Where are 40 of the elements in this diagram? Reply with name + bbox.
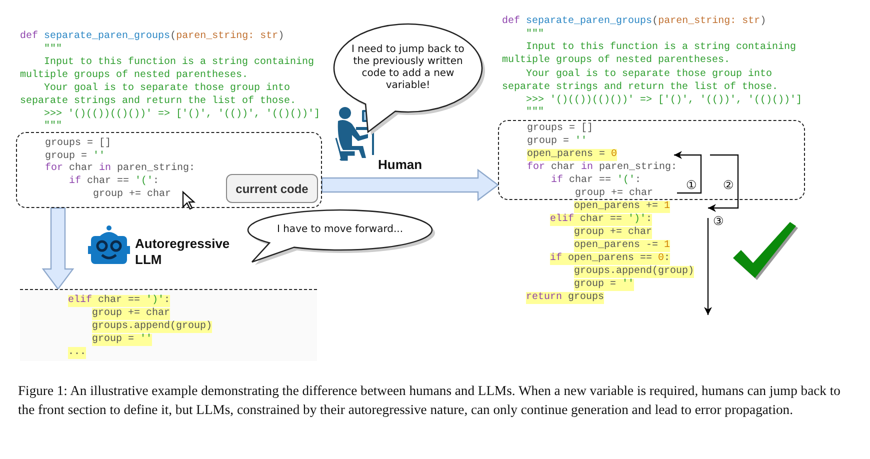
code-line: """ xyxy=(44,44,62,56)
arrow xyxy=(42,207,74,290)
speech-text: I need to jump back to the previously written code to add a new variable! xyxy=(350,44,466,92)
code-line: multiple groups of nested parentheses. xyxy=(502,55,730,67)
code-block xyxy=(498,120,805,200)
code-line: for char in paren_string: xyxy=(45,163,196,175)
actor-label: Autoregressive LLM xyxy=(135,236,231,268)
step-number: ② xyxy=(723,178,734,192)
code-line: separate strings and return the list of those. xyxy=(502,82,778,94)
code-line: if char == '(': xyxy=(69,176,160,188)
code-line: group += char xyxy=(575,188,654,200)
code-line: group = '' xyxy=(45,151,106,162)
code-line: Input to this function is a string containing xyxy=(44,57,314,69)
speech-text: I have to move forward... xyxy=(276,224,404,236)
code-line: >>> '()(())(()())' => ['()', '(())', '(()())'] xyxy=(44,109,320,120)
code-line: def separate_paren_groups(paren_string: str) xyxy=(20,31,284,43)
code-line: separate strings and return the list of those. xyxy=(20,96,296,108)
step-number: ① xyxy=(686,178,697,192)
code-line: multiple groups of nested parentheses. xyxy=(20,70,248,82)
code-line: Your goal is to separate those group into xyxy=(526,69,772,81)
code-line: Input to this function is a string containing xyxy=(526,42,796,54)
code-line: """ xyxy=(526,29,544,41)
code-line: def separate_paren_groups(paren_string: str) xyxy=(502,16,766,28)
code-line: group += char xyxy=(93,189,172,201)
code-line: >>> '()(())(()())' => ['()', '(())', '(()())'] xyxy=(526,95,802,106)
code-line: group = '' xyxy=(527,136,588,148)
code-line: Your goal is to separate those group into xyxy=(44,83,290,95)
code-line: groups = [] xyxy=(527,123,594,135)
arrow xyxy=(321,168,499,202)
actor-label: Human xyxy=(378,157,424,173)
figure-caption: Figure 1: An illustrative example demonstrating the difference between humans and LLMs. When a new variable is required, humans can jump back to the front section to define it, but LLMs, constrained by their autoregressive nature, can only continue generation and lead to error propagation. xyxy=(18,382,842,419)
step-number: ③ xyxy=(713,214,724,228)
code-block xyxy=(20,289,317,361)
status-tag: current code xyxy=(226,174,318,203)
code-line: """ xyxy=(44,121,62,133)
code-line: """ xyxy=(526,107,544,119)
code-block xyxy=(16,132,322,208)
code-line: groups = [] xyxy=(45,138,112,150)
code-line: if char == '(': xyxy=(551,175,642,187)
code-line: for char in paren_string: xyxy=(527,162,678,174)
